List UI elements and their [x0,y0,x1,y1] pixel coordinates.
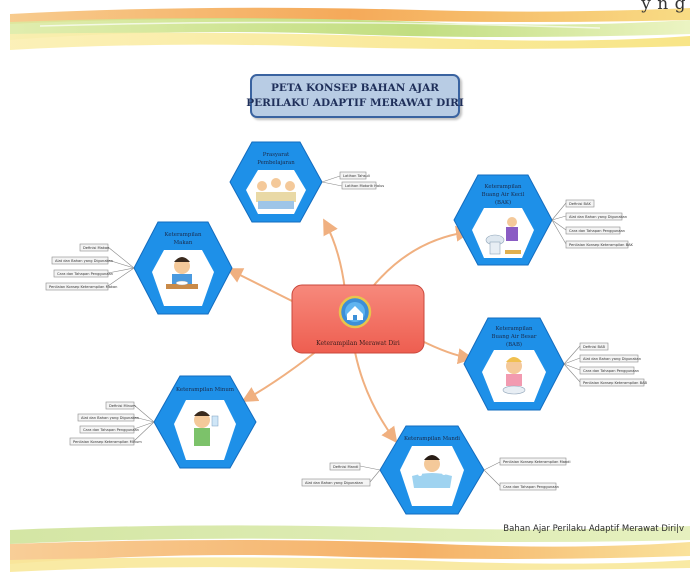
node-title: (BAK) [495,199,511,206]
node-prasyarat: Prasyarat Pembelajaran Latihan Tahsuli L… [229,141,384,223]
node-title: Keterampilan Minum [176,387,234,393]
node-title: Makan [174,240,193,246]
leaf-label: Definisi BAB [583,345,605,349]
node-bak: Keterampilan Buang Air Kecil (BAK) Defin… [453,174,634,266]
eating-child-illustration [166,257,198,289]
page-title: PETA KONSEP BAHAN AJAR PERILAKU ADAPTIF … [246,74,464,118]
node-bab: Keterampilan Buang Air Besar (BAB) Defin… [463,317,648,411]
leaf-label: Alat dan Bahan yang Digunakan [81,416,139,420]
title-line-2: PERILAKU ADAPTIF MERAWAT DIRI [246,97,464,109]
connector-arrows [226,218,474,444]
leaf-label: Cara dan Tahapan Penggunaan [83,428,139,432]
leaf-label: Latihan Motorik Halus [345,184,384,188]
node-title: Buang Air Kecil [482,192,525,198]
leaf-label: Penilaian Konsep Keterampilan BAK [569,243,634,247]
node-title: Keterampilan [485,184,522,190]
group-children-illustration [256,178,296,209]
footer-decorative-band [0,510,692,575]
header-decorative-band: y n g [0,0,692,58]
node-minum: Keterampilan Minum Definisi Minum Alat d… [69,375,257,469]
header-partial-text: y n g [641,0,686,14]
leaf-label: Penilaian Konsep Keterampilan BAB [583,381,648,385]
leaf-label: Cara dan Tahapan Penggunaan [503,485,559,489]
node-title: Pembelajaran [257,160,295,166]
title-line-1: PETA KONSEP BAHAN AJAR [271,82,439,94]
leaf-label: Cara dan Tahapan Penggunaan [583,369,639,373]
leaf-label: Alat dan Bahan yang Digunakan [305,481,363,485]
node-title: Keterampilan [496,326,533,332]
toilet-child-illustration [502,357,526,395]
node-mandi: Keterampilan Mandi Definisi Mandi Alat d… [301,425,570,515]
leaf-label: Definisi BAK [569,202,591,206]
footer-text: Bahan Ajar Perilaku Adaptif Merawat Diri… [503,524,684,534]
leaf-label: Penilaian Konsep Keterampilan Minum [73,440,142,444]
leaf-label: Alat dan Bahan yang Digunakan [583,357,641,361]
node-title: Keterampilan [165,232,202,238]
node-title: (BAB) [506,341,522,348]
node-title: Keterampilan Mandi [404,436,460,442]
toilet-child-illustration [485,217,521,255]
node-title: Prasyarat [263,152,290,158]
leaf-label: Alat dan Bahan yang Digunakan [55,259,113,263]
leaf-label: Cara dan Tahapan Penggunaan [57,272,113,276]
leaf-label: Penilaian Konsep Keterampilan Makan [49,285,117,289]
leaf-label: Definisi Mandi [333,465,358,469]
leaf-label: Penilaian Konsep Keterampilan Mandi [503,460,570,464]
leaf-label: Definisi Minum [109,404,136,408]
drinking-child-illustration [194,411,219,446]
center-node: Keterampilan Merawat Diri [291,284,425,354]
node-makan: Keterampilan Makan Definisi Makan Alat d… [45,221,233,315]
node-title: Buang Air Besar [492,334,537,340]
leaf-label: Alat dan Bahan yang Digunakan [569,215,627,219]
center-label: Keterampilan Merawat Diri [316,340,400,347]
leaf-label: Definisi Makan [83,246,109,250]
leaf-label: Cara dan Tahapan Penggunaan [569,229,625,233]
leaf-label: Latihan Tahsuli [343,174,370,178]
bathing-child-illustration [412,455,452,488]
